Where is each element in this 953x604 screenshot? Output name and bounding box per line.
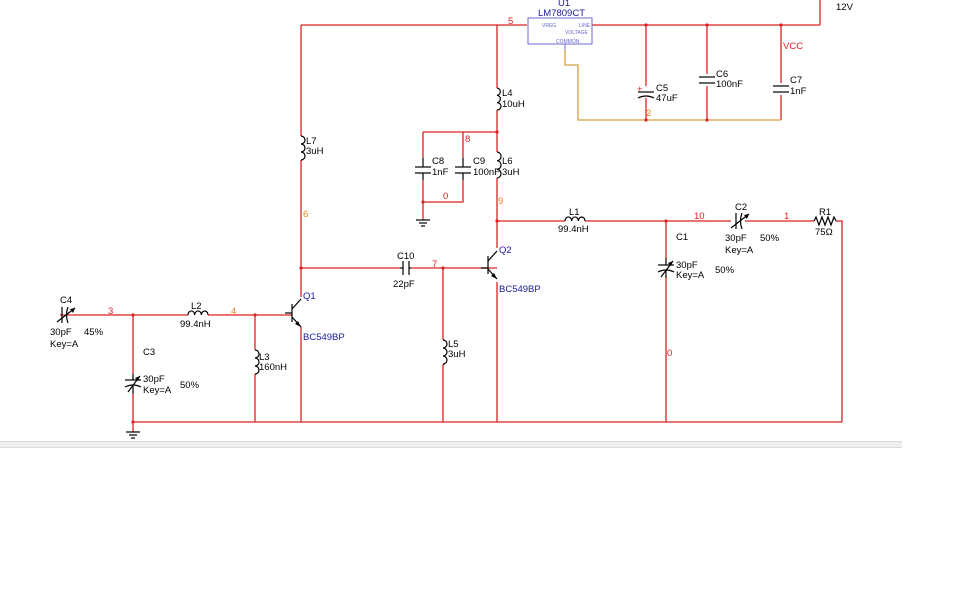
l4-ref: L4: [502, 88, 513, 99]
capacitor-c9[interactable]: C9 100nF: [455, 156, 500, 180]
net-label-2: 2: [646, 108, 651, 119]
inductor-l1[interactable]: L1 99.4nH: [558, 207, 589, 235]
net-label-9: 9: [498, 196, 503, 207]
capacitor-c3-variable[interactable]: C3 30pF Key=A 50%: [124, 347, 200, 396]
c2-percent: 50%: [760, 233, 780, 244]
c2-ref: C2: [735, 202, 747, 213]
supply-voltage: 12V: [836, 2, 854, 13]
c3-percent: 50%: [180, 380, 200, 391]
l7-ref: L7: [306, 136, 317, 147]
net-label-8: 8: [465, 134, 470, 145]
capacitor-c8[interactable]: C8 1nF: [415, 156, 449, 180]
vcc-rail-label: VCC: [783, 41, 803, 52]
c6-ref: C6: [716, 69, 728, 80]
r1-ref: R1: [819, 207, 831, 218]
l6-value: 3uH: [502, 167, 520, 178]
l7-value: 3uH: [306, 146, 324, 157]
svg-text:+: +: [637, 84, 643, 95]
c1-value: 30pF: [676, 260, 698, 271]
inductor-l3[interactable]: L3 160nH: [254, 349, 287, 375]
c6-value: 100nF: [716, 79, 743, 90]
q2-ref: Q2: [499, 245, 512, 256]
sheet-border-line: [0, 441, 902, 448]
c7-value: 1nF: [790, 86, 807, 97]
c1-percent: 50%: [715, 265, 735, 276]
inductor-l6[interactable]: L6 3uH: [496, 151, 520, 179]
net-label-0-lower: 0: [667, 348, 672, 359]
inductor-l2[interactable]: L2 99.4nH: [180, 301, 211, 330]
c5-value: 47uF: [656, 93, 678, 104]
l1-ref: L1: [569, 207, 580, 218]
c4-ref: C4: [60, 295, 72, 306]
regulator-pin-in: VREG: [542, 23, 556, 29]
l1-value: 99.4nH: [558, 224, 589, 235]
inductor-l4[interactable]: L4 10uH: [496, 87, 525, 111]
c3-value: 30pF: [143, 374, 165, 385]
c3-ref: C3: [143, 347, 155, 358]
l5-ref: L5: [448, 339, 459, 350]
net-label-5: 5: [508, 16, 513, 27]
capacitor-c10[interactable]: C10 22pF: [393, 251, 415, 290]
c4-key: Key=A: [50, 339, 79, 350]
c9-value: 100nF: [473, 167, 500, 178]
regulator-pin-body: VOLTAGE: [565, 30, 589, 36]
c8-value: 1nF: [432, 167, 449, 178]
wires: [60, 0, 843, 432]
regulator-pin-com: COMMON: [556, 39, 580, 45]
l3-value: 160nH: [259, 362, 287, 373]
net-label-0-upper: 0: [443, 191, 448, 202]
net-label-1: 1: [784, 211, 789, 222]
junction-dots: [131, 23, 783, 424]
l2-value: 99.4nH: [180, 319, 211, 330]
capacitor-c6[interactable]: C6 100nF: [699, 69, 743, 90]
net-label-10: 10: [694, 211, 705, 222]
regulator-pin-out: LINE: [579, 23, 591, 29]
c2-value: 30pF: [725, 233, 747, 244]
net-label-3: 3: [108, 306, 113, 317]
ground-symbol-c8: [416, 219, 430, 227]
c5-ref: C5: [656, 83, 668, 94]
c1-ref: C1: [676, 232, 688, 243]
q1-part: BC549BP: [303, 332, 345, 343]
capacitor-c4-variable[interactable]: C4 30pF Key=A 45%: [50, 295, 104, 350]
regulator-u1[interactable]: U1 LM7809CT VREG LINE VOLTAGE COMMON: [527, 0, 593, 50]
l5-value: 3uH: [448, 349, 466, 360]
capacitor-c5[interactable]: + C5 47uF: [637, 83, 678, 104]
inductor-l5[interactable]: L5 3uH: [442, 339, 466, 365]
c2-key: Key=A: [725, 245, 754, 256]
net-label-7: 7: [432, 259, 437, 270]
capacitor-c1-variable[interactable]: C1 30pF Key=A 50%: [657, 232, 735, 281]
transistor-q1[interactable]: Q1 BC549BP: [285, 291, 345, 343]
resistor-r1[interactable]: R1 75Ω: [813, 207, 837, 238]
regulator-ref: U1: [558, 0, 570, 9]
regulator-part: LM7809CT: [538, 8, 585, 19]
capacitor-c7[interactable]: C7 1nF: [773, 75, 807, 97]
transistor-q2[interactable]: Q2 BC549BP: [481, 245, 541, 295]
c7-ref: C7: [790, 75, 802, 86]
c3-key: Key=A: [143, 385, 172, 396]
c10-ref: C10: [397, 251, 414, 262]
l3-ref: L3: [259, 352, 270, 363]
net-label-6: 6: [303, 209, 308, 220]
c4-percent: 45%: [84, 327, 104, 338]
net-label-4: 4: [231, 306, 236, 317]
c1-key: Key=A: [676, 270, 705, 281]
l4-value: 10uH: [502, 99, 525, 110]
c8-ref: C8: [432, 156, 444, 167]
q1-ref: Q1: [303, 291, 316, 302]
q2-part: BC549BP: [499, 284, 541, 295]
c4-value: 30pF: [50, 327, 72, 338]
capacitor-c2-variable[interactable]: C2 30pF Key=A 50%: [725, 202, 780, 256]
ground-symbol-main: [126, 431, 140, 439]
c10-value: 22pF: [393, 279, 415, 290]
r1-value: 75Ω: [815, 227, 833, 238]
l2-ref: L2: [191, 301, 202, 312]
inductor-l7[interactable]: L7 3uH: [300, 135, 324, 161]
c9-ref: C9: [473, 156, 485, 167]
l6-ref: L6: [502, 156, 513, 167]
